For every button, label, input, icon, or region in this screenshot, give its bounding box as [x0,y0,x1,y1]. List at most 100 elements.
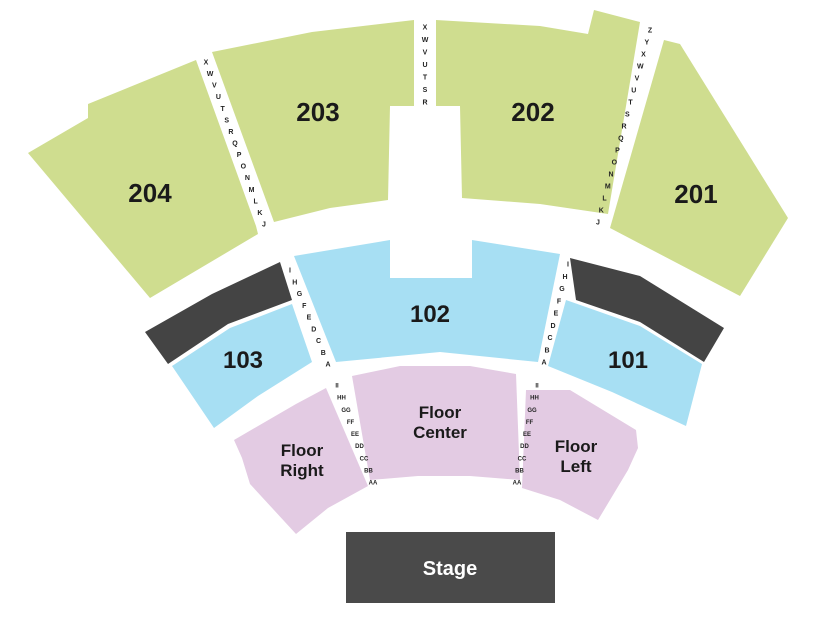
row-letter-aisle-204-203: M [249,187,255,194]
section-floor-right[interactable] [234,388,368,534]
row-letter-aisle-203-202: R [422,100,427,107]
row-letter-aisle-204-203: L [254,198,259,205]
row-letter-aisle-204-203: O [241,164,247,171]
row-letter-aisle-102-101: I [567,262,569,269]
section-202-label: 202 [511,97,554,127]
row-letter-aisle-floor-right: HH [530,396,539,402]
row-letter-aisle-202-201: R [621,124,626,131]
section-101-label: 101 [608,347,648,374]
row-letter-aisle-202-201: X [641,52,646,59]
row-letter-aisle-floor-left: GG [341,408,351,414]
row-letter-aisle-floor-left: CC [360,456,369,462]
row-letter-aisle-103-102: B [321,350,326,357]
row-letter-aisle-102-101: B [544,347,549,354]
row-letter-aisle-202-201: V [635,76,640,83]
row-letter-aisle-202-201: K [599,208,604,215]
row-letter-aisle-103-102: A [325,362,330,369]
row-letter-aisle-204-203: T [220,106,225,113]
row-letter-aisle-203-202: X [423,25,428,32]
row-letter-aisle-103-102: H [292,279,297,286]
section-102-label: 102 [410,301,450,328]
row-letter-aisle-102-101: C [547,335,552,342]
section-103[interactable] [172,304,312,428]
row-letter-aisle-203-202: T [423,75,428,82]
row-letter-aisle-202-201: Q [618,136,624,143]
section-204[interactable] [28,60,258,298]
row-letter-aisle-204-203: J [262,222,266,229]
row-letter-aisle-floor-left: EE [351,432,359,438]
section-202[interactable] [436,10,640,214]
floor-center-label-2: Center [413,423,467,442]
row-letter-aisle-102-101: E [554,311,559,318]
section-201[interactable] [610,40,788,296]
section-203-label: 203 [296,97,339,127]
row-letter-aisle-204-203: N [245,175,250,182]
row-letter-aisle-202-201: O [612,160,618,167]
row-letter-aisle-103-102: D [311,326,316,333]
row-letter-aisle-102-101: G [559,286,565,293]
row-letter-aisle-202-201: L [602,196,607,203]
section-101[interactable] [548,300,702,426]
row-letter-aisle-floor-right: AA [513,481,522,487]
row-letter-aisle-203-202: W [422,37,429,44]
dark-wedge-right [570,258,724,362]
row-labels: XWVUTSRQPONMLKJXWVUTSRZYXWVUTSRQPONMLKJI… [204,25,653,487]
row-letter-aisle-floor-right: II [535,384,539,390]
row-letter-aisle-204-203: W [207,71,214,78]
row-letter-aisle-203-202: S [423,87,428,94]
row-letter-aisle-103-102: F [302,303,307,310]
floor-left-label-1: Floor [555,437,598,456]
row-letter-aisle-floor-left: HH [337,396,346,402]
section-102[interactable] [294,240,560,362]
row-letter-aisle-103-102: I [289,268,291,275]
row-letter-aisle-102-101: D [550,323,555,330]
row-letter-aisle-202-201: J [596,220,600,227]
section-103-label: 103 [223,347,263,374]
row-letter-aisle-floor-right: BB [515,468,524,474]
row-letter-aisle-floor-left: FF [347,420,355,426]
row-letter-aisle-204-203: S [224,117,229,124]
row-letter-aisle-202-201: S [625,112,630,119]
row-letter-aisle-202-201: Z [648,28,653,35]
row-letter-aisle-204-203: X [204,60,209,67]
section-204-label: 204 [128,178,172,208]
row-letter-aisle-204-203: V [212,83,217,90]
section-201-label: 201 [674,179,717,209]
row-letter-aisle-103-102: E [307,315,312,322]
row-letter-aisle-floor-left: II [335,384,339,390]
floor-center-label-1: Floor [419,403,462,422]
stage-label: Stage [423,558,477,580]
row-letter-aisle-204-203: Q [232,141,238,148]
row-letter-aisle-102-101: H [562,274,567,281]
row-letter-aisle-102-101: F [557,298,562,305]
row-letter-aisle-202-201: T [628,100,633,107]
row-letter-aisle-floor-left: AA [369,481,378,487]
row-letter-aisle-floor-left: BB [364,468,373,474]
floor-left-label-2: Left [560,457,592,476]
row-letter-aisle-floor-right: DD [520,444,529,450]
row-letter-aisle-204-203: K [257,210,262,217]
row-letter-aisle-204-203: U [216,94,221,101]
floor-right-label-1: Floor [281,441,324,460]
row-letter-aisle-203-202: U [422,62,427,69]
floor-right-label-2: Right [280,461,324,480]
row-letter-aisle-floor-right: CC [518,456,527,462]
section-203[interactable] [212,20,414,222]
row-letter-aisle-202-201: Y [644,40,649,47]
row-letter-aisle-floor-right: GG [527,408,537,414]
row-letter-aisle-204-203: P [237,152,242,159]
row-letter-aisle-202-201: W [637,64,644,71]
row-letter-aisle-103-102: C [316,338,321,345]
row-letter-aisle-103-102: G [297,291,303,298]
section-floor-right-side[interactable] [522,390,638,520]
row-letter-aisle-floor-left: DD [355,444,364,450]
row-letter-aisle-202-201: N [608,172,613,179]
row-letter-aisle-floor-right: FF [526,420,534,426]
stage [346,532,555,603]
row-letter-aisle-202-201: M [605,184,611,191]
row-letter-aisle-203-202: V [423,50,428,57]
dark-wedge-left [145,262,292,364]
section-floor-center[interactable] [352,366,520,480]
row-letter-aisle-202-201: P [615,148,620,155]
